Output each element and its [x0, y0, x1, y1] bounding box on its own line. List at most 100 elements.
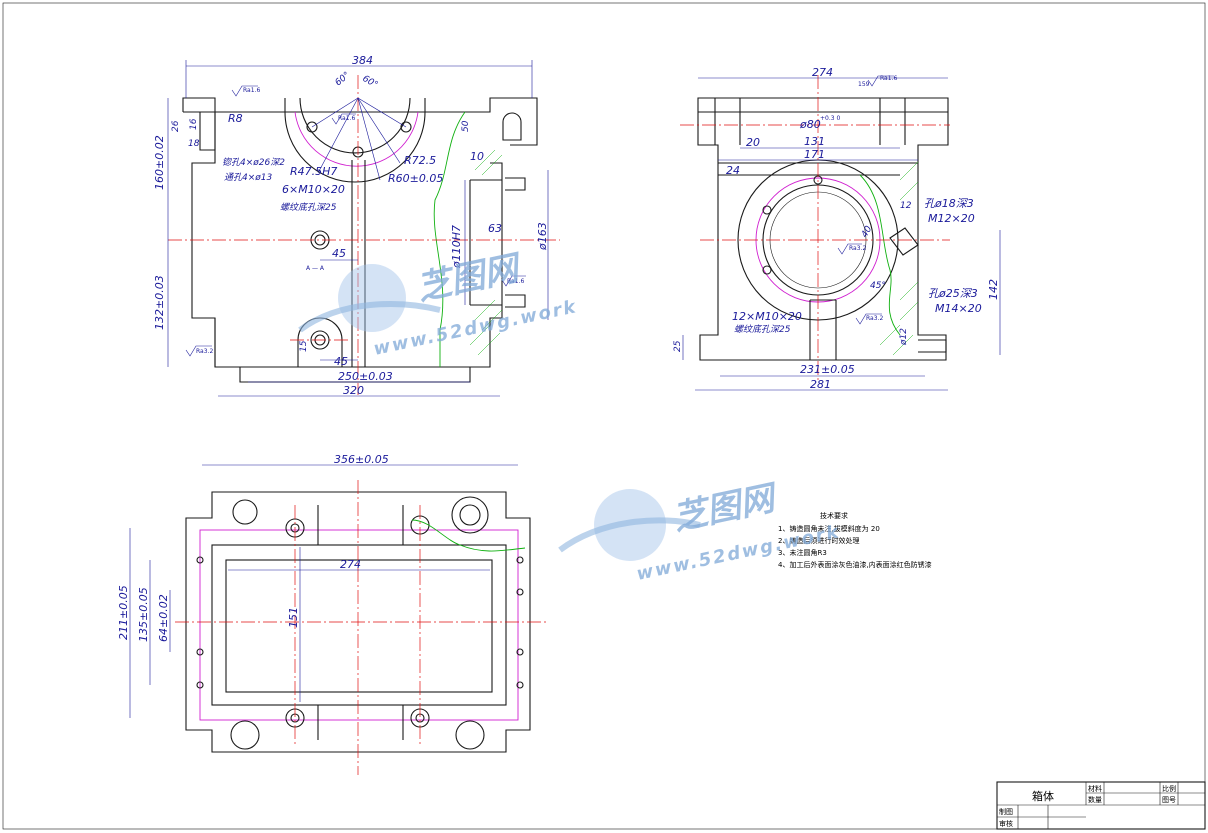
top-corner-boss-1	[232, 499, 258, 525]
dim-45-bottom: 45	[334, 355, 348, 368]
dim-320: 320	[343, 384, 364, 397]
front-radial-1	[311, 97, 359, 128]
top-corner-boss-2	[451, 496, 489, 534]
side-rib	[809, 299, 837, 360]
top-small-hole-7	[516, 681, 524, 689]
side-outline	[697, 97, 949, 361]
callout-hole18: 孔ø18深3	[924, 197, 974, 210]
dim-131: 131	[804, 135, 825, 148]
callout-m10: 6×M10×20	[282, 183, 345, 196]
notes-title: 技术要求	[820, 511, 848, 520]
dim-bore80: ø80	[799, 118, 821, 131]
drawing-no-label: 图号	[1162, 796, 1176, 804]
title-block: 箱体 材料 比例 数量 图号 制图 审核	[996, 781, 1206, 830]
front-section-bore	[469, 179, 502, 306]
angle-right: 60°	[361, 74, 380, 91]
top-ribs	[317, 505, 404, 740]
top-corner-boss-3	[230, 720, 260, 750]
front-section-break	[433, 111, 466, 367]
side-angled-port	[889, 227, 919, 256]
front-radial-4	[357, 97, 381, 181]
watermark-globe-1	[338, 264, 406, 332]
dim-45deg: 45°	[870, 281, 886, 291]
roughness-3: Ra1.6	[507, 278, 524, 285]
side-bottom-tapped	[918, 339, 947, 353]
side-view: 274 159 20 131 171 24 12 142 25 ø12 231±…	[673, 66, 1001, 391]
callout-4x26: 锪孔4×ø26深2	[222, 157, 285, 168]
callout-4x13: 通孔4×ø13	[224, 172, 272, 183]
dim-40: 40	[860, 224, 875, 239]
callout-side-thread: 螺纹底孔深25	[734, 324, 791, 335]
reviewer-label: 审核	[999, 819, 1013, 828]
dim-171: 171	[804, 148, 825, 161]
side-bolt-hole-2	[762, 205, 772, 215]
section-label: A — A	[306, 265, 325, 272]
top-small-hole-3	[196, 681, 204, 689]
roughness-2: Ra1.6	[338, 115, 355, 122]
front-radial-5	[317, 97, 359, 174]
callout-r60: R60±0.05	[388, 172, 443, 185]
side-section-break	[859, 174, 901, 336]
front-bore-machined	[294, 111, 419, 167]
callout-thread-depth: 螺纹底孔深25	[280, 202, 337, 213]
side-section-hatch	[879, 161, 919, 356]
watermark-swoosh-2	[558, 517, 701, 553]
watermark-swoosh-1	[298, 301, 441, 333]
dim-10: 10	[470, 150, 484, 163]
notes-item-4: 4、加工后外表面涂灰色油漆,内表面涂红色防锈漆	[778, 560, 932, 569]
dim-356: 356±0.05	[334, 453, 389, 466]
drafter-label: 制图	[999, 807, 1013, 816]
technical-notes: 技术要求 1、铸造圆角未注,拔模斜度为 20 2、铸造后须进行时效处理 3、未注…	[778, 511, 932, 569]
notes-item-1: 1、铸造圆角未注,拔模斜度为 20	[778, 524, 880, 533]
dim-64: 64±0.02	[157, 594, 170, 642]
dim-63: 63	[488, 222, 502, 235]
dim-384: 384	[352, 54, 373, 67]
roughness-1: Ra1.6	[243, 87, 260, 94]
quantity-label: 数量	[1088, 795, 1102, 804]
dim-bore80-tol: +0.3 0	[820, 115, 840, 122]
top-small-hole-1	[196, 556, 204, 564]
dim-281: 281	[810, 378, 831, 391]
top-small-hole-6	[516, 648, 524, 656]
dim-274: 274	[812, 66, 833, 79]
dim-25: 25	[673, 340, 683, 352]
top-section-break	[411, 519, 526, 552]
dim-24: 24	[726, 164, 740, 177]
dim-211: 211±0.05	[117, 585, 130, 640]
dim-12: 12	[900, 201, 912, 211]
callout-hole25: 孔ø25深3	[928, 287, 978, 300]
top-outline	[185, 491, 531, 753]
roughness-side-symbol-2	[837, 243, 862, 255]
top-small-hole-2	[196, 648, 204, 656]
dim-50: 50	[461, 120, 471, 132]
dim-274-top: 274	[340, 558, 361, 571]
roughness-symbol-1	[231, 85, 258, 97]
front-top-flange	[182, 97, 538, 146]
dim-142: 142	[987, 279, 1000, 300]
front-radial-2	[357, 97, 407, 128]
side-top-bosses	[714, 98, 906, 145]
roughness-side-symbol-1	[867, 75, 894, 87]
front-rib	[351, 160, 366, 367]
dim-d12: ø12	[899, 328, 909, 346]
callout-r72: R72.5	[404, 154, 436, 167]
callout-r47: R47.5H7	[290, 165, 337, 178]
top-small-hole-5	[516, 588, 524, 596]
watermark-brand-2: 芝图网	[670, 477, 783, 538]
title-block-frame	[996, 781, 1206, 830]
dim-110: ø110H7	[450, 225, 463, 269]
front-view: 384 320 250±0.03 160±0.02 132±0.03 45 45…	[153, 54, 560, 397]
dim-26: 26	[171, 120, 181, 132]
dim-231: 231±0.05	[800, 363, 855, 376]
callout-12xm10: 12×M10×20	[732, 310, 802, 323]
dim-16: 16	[189, 118, 199, 130]
dim-163: ø163	[536, 222, 549, 251]
dim-160: 160±0.02	[153, 135, 166, 190]
top-corner-boss-4	[455, 720, 485, 750]
material-label: 材料	[1088, 784, 1102, 793]
front-top-right-slot	[502, 112, 522, 141]
dim-20: 20	[746, 136, 760, 149]
top-cavity	[225, 559, 493, 693]
front-radial-3	[357, 97, 401, 164]
